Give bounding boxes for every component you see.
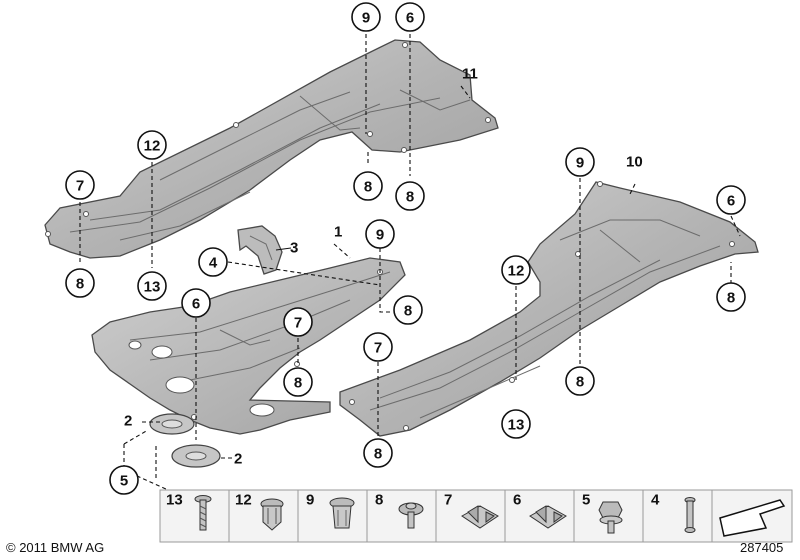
svg-text:8: 8 [404,303,412,320]
underbody-panel-middle [91,257,406,435]
svg-text:6: 6 [727,193,735,210]
callout-13-right: 13 [501,409,531,439]
callout-1: 1 [334,224,342,241]
callout-2-upper: 2 [124,413,132,430]
svg-text:1: 1 [334,224,342,241]
svg-text:7: 7 [294,315,302,332]
callout-12-right: 12 [501,255,531,285]
underbody-panel-right [339,181,759,437]
washer-screw-part-8-icon [398,502,424,529]
svg-text:13: 13 [508,417,525,434]
callout-13-left: 13 [137,271,167,301]
callout-5: 5 [109,465,139,495]
diagram-number: 287405 [740,540,784,555]
callout-9-top: 9 [351,2,381,32]
callout-3: 3 [290,240,298,257]
parts-strip-label-12: 12 [235,492,252,509]
svg-text:2: 2 [234,451,242,468]
disc-part-2-upper [149,413,195,435]
svg-text:8: 8 [294,375,302,392]
svg-text:8: 8 [76,276,84,293]
callout-11: 11 [462,66,478,83]
svg-text:9: 9 [576,155,584,172]
callout-7-left: 7 [65,170,95,200]
callout-9-right: 9 [565,147,595,177]
svg-text:5: 5 [120,473,128,490]
hex-bolt-part-5-icon [598,501,623,534]
svg-text:8: 8 [576,374,584,391]
svg-text:8: 8 [374,446,382,463]
svg-text:2: 2 [124,413,132,430]
svg-text:6: 6 [192,296,200,313]
screw-part-13-icon [194,495,212,531]
callout-9-middle: 9 [365,219,395,249]
callout-10: 10 [626,154,643,171]
svg-text:7: 7 [374,340,382,357]
parts-strip-label-5: 5 [582,492,590,509]
callout-6-right: 6 [716,185,746,215]
parts-strip-label-13: 13 [166,492,183,509]
svg-text:9: 9 [376,227,384,244]
callout-6-middle: 6 [181,288,211,318]
disc-part-2-lower [171,444,221,468]
callout-7-middle: 7 [283,307,313,337]
callout-8-middle: 8 [283,367,313,397]
parts-strip: 13 12 9 8 7 6 5 4 [159,489,793,543]
callout-12-left: 12 [137,130,167,160]
bracket-part-3 [237,225,283,275]
svg-text:13: 13 [144,279,161,296]
svg-text:8: 8 [406,189,414,206]
svg-text:4: 4 [209,255,218,272]
callout-2-lower: 2 [234,451,242,468]
svg-text:6: 6 [406,10,414,27]
parts-strip-label-9: 9 [306,492,314,509]
underbody-panel-upper-left [44,39,499,259]
leader-lines [79,34,741,491]
callout-6-top: 6 [395,2,425,32]
parts-strip-label-6: 6 [513,492,521,509]
callout-8-left: 8 [65,268,95,298]
svg-text:3: 3 [290,240,298,257]
callout-8-middle-right: 8 [393,295,423,325]
copyright-text: © 2011 BMW AG [6,540,105,555]
parts-strip-label-8: 8 [375,492,383,509]
parts-strip-label-7: 7 [444,492,452,509]
svg-text:9: 9 [362,10,370,27]
rivet-part-12-icon [260,498,284,531]
callout-8-bottom: 8 [363,438,393,468]
panel-shape-icon [719,499,786,537]
callout-8-upper-right: 8 [395,181,425,211]
svg-text:12: 12 [144,138,161,155]
speed-nut-part-6-icon [529,505,567,529]
svg-text:10: 10 [626,154,643,171]
speed-nut-part-7-icon [461,505,499,529]
callout-8-right-lower: 8 [565,366,595,396]
svg-text:8: 8 [364,179,372,196]
callout-8-upper-mid: 8 [353,171,383,201]
callout-4: 4 [198,247,228,277]
svg-text:11: 11 [462,66,478,83]
svg-text:8: 8 [727,290,735,307]
callout-8-far-right: 8 [716,282,746,312]
callout-7-right: 7 [363,332,393,362]
pin-part-4-icon [684,497,696,533]
clip-nut-part-9-icon [329,497,355,529]
svg-text:12: 12 [508,263,525,280]
svg-text:7: 7 [76,178,84,195]
parts-strip-label-4: 4 [651,492,660,509]
